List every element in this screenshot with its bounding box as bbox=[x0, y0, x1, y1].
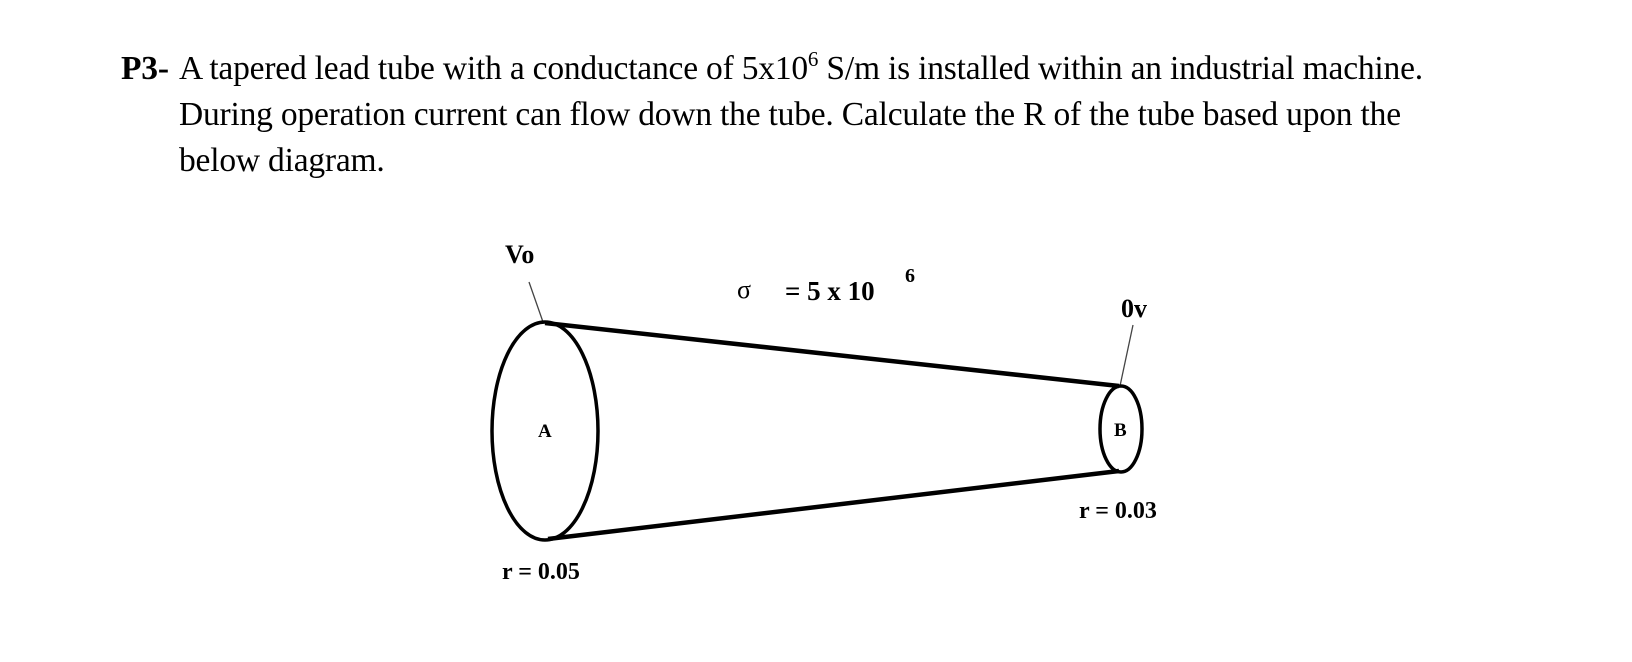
problem-number: P3- bbox=[121, 50, 169, 87]
problem-text-1a: A tapered lead tube with a conductance o… bbox=[179, 50, 808, 87]
tube-bottom-edge bbox=[547, 468, 1120, 542]
vo-label: Vo bbox=[505, 240, 535, 269]
face-b-label: B bbox=[1114, 420, 1127, 441]
problem-line-1: P3- A tapered lead tube with a conductanc… bbox=[121, 46, 1621, 92]
problem-line-2: During operation current can flow down t… bbox=[179, 96, 1401, 133]
0v-leader-line bbox=[1119, 324, 1134, 387]
sigma-symbol: σ bbox=[737, 275, 752, 304]
face-b-ellipse bbox=[1098, 384, 1144, 474]
face-a-label: A bbox=[538, 421, 552, 442]
radius-a-label: r = 0.05 bbox=[502, 559, 580, 585]
sigma-exponent: 6 bbox=[905, 265, 915, 287]
face-a-ellipse bbox=[490, 320, 600, 542]
sigma-value: = 5 x 10 bbox=[785, 276, 875, 306]
problem-line-3: below diagram. bbox=[179, 142, 385, 179]
problem-statement: P3- A tapered lead tube with a conductanc… bbox=[121, 46, 1621, 184]
vo-leader-line bbox=[528, 281, 544, 323]
radius-b-label: r = 0.03 bbox=[1079, 498, 1157, 524]
tube-top-edge bbox=[544, 320, 1120, 389]
0v-label: 0v bbox=[1121, 294, 1147, 323]
exponent: 6 bbox=[807, 47, 819, 71]
problem-text-1b: S/m is installed within an industrial ma… bbox=[818, 50, 1423, 87]
